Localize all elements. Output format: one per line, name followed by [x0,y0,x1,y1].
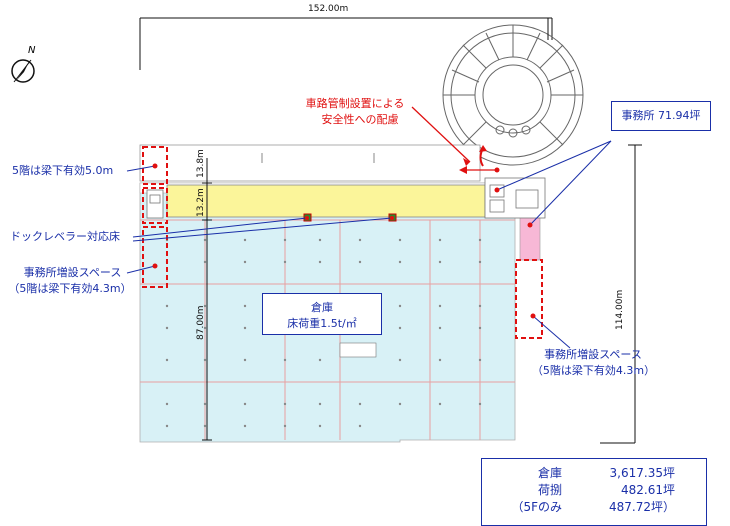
dim-13-8-label: 13.8m [196,149,206,178]
road-control-label-1: 車路管制設置による [305,97,405,110]
warehouse-label-load: 床荷重1.5t/㎡ [287,317,357,330]
callout-dots [152,163,536,319]
summary-value: 3,617.35坪 [609,466,675,480]
office-space-right-label-2: （5階は梁下有効4.3m） [531,364,656,377]
summary-row: （5Fのみ 487.72坪） [482,499,706,516]
left-dimension [202,158,212,441]
summary-name: 倉庫 [537,466,562,480]
summary-value: 482.61坪 [621,483,675,497]
highlight-boxes [142,146,543,339]
road-control-label-2: 安全性への配慮 [321,113,399,126]
warehouse-label-title: 倉庫 [311,301,333,314]
office-space-left-label-2: （5階は梁下有効4.3m） [8,282,132,295]
spiral-ramp [442,18,584,166]
loading-area [166,184,486,218]
top-width-label: 152.00m [308,4,349,14]
left-height-label: 87.00m [196,305,206,340]
north-label: N [28,45,36,56]
summary-row: 荷捌 482.61坪 [482,482,706,499]
warehouse-label-box: 倉庫 床荷重1.5t/㎡ [262,293,382,335]
summary-name: 荷捌 [537,483,562,497]
dim-13-2-label: 13.2m [196,188,206,217]
summary-row: 倉庫 3,617.35坪 [482,465,706,482]
area-summary-box: 倉庫 3,617.35坪 荷捌 482.61坪 （5Fのみ 487.72坪） [481,458,707,526]
office-block [484,177,546,219]
dock-leveler-label: ドックレベラー対応床 [10,230,120,243]
north-arrow-icon [11,59,35,83]
right-dimension [600,144,642,444]
blue-leaders [126,140,612,349]
office-area-box: 事務所 71.94坪 [611,101,711,131]
right-height-label: 114.00m [615,289,625,330]
top-dimension [139,17,553,70]
office-space-right-label-1: 事務所増設スペース [544,348,642,361]
summary-value: 487.72坪） [609,500,675,514]
arrow-icon [459,145,487,174]
office-space-left-label-1: 事務所増設スペース [23,266,122,279]
warehouse-sign [339,342,377,358]
column-grid [165,238,482,428]
office-expansion-strip [519,214,541,261]
left-stair-block [146,189,164,219]
upper-yard [139,144,481,182]
beam-5f-left-label: 5階は梁下有効5.0m [12,164,114,177]
summary-name: （5Fのみ [511,500,562,514]
